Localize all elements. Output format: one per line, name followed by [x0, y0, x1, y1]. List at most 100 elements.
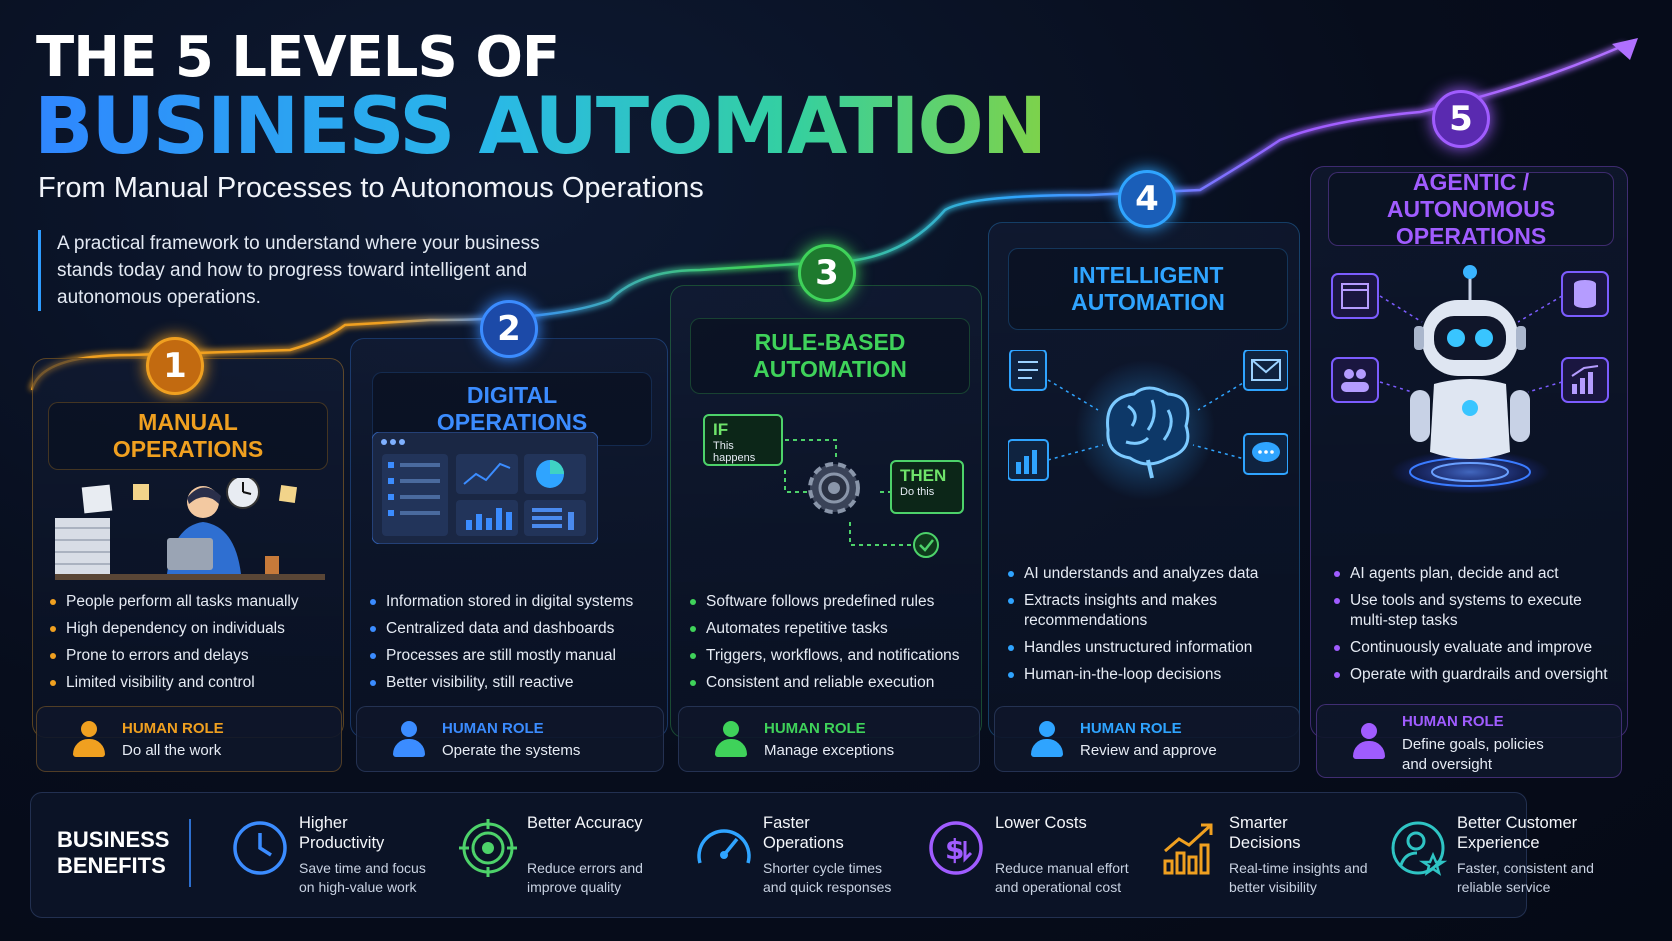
bullet-text: Consistent and reliable execution — [706, 674, 935, 691]
bullet-text: Information stored in digital systems — [386, 593, 634, 610]
rising-chart-icon — [1163, 823, 1213, 875]
bullet-text: People perform all tasks manually — [66, 593, 299, 610]
list-item: Software follows predefined rules — [688, 592, 983, 612]
list-item: Prone to errors and delays — [48, 646, 338, 666]
role-description: Review and approve — [1080, 742, 1217, 759]
title-line-1: THE 5 LEVELS OF — [36, 25, 560, 90]
level-5-human-role: HUMAN ROLE Define goals, policies and ov… — [1316, 704, 1622, 778]
then-sub-label: Do this — [900, 486, 935, 498]
business-benefits-bar: BUSINESS BENEFITS Higher Productivity Sa… — [30, 792, 1594, 918]
users-icon — [1331, 357, 1379, 403]
bullet-text: Limited visibility and control — [66, 674, 255, 691]
level-1-human-role: HUMAN ROLE Do all the work — [36, 706, 342, 772]
user-star-icon — [1391, 821, 1447, 876]
mail-icon — [1243, 350, 1288, 391]
list-item: People perform all tasks manually — [48, 592, 338, 612]
list-item: Processes are still mostly manual — [368, 646, 668, 666]
bullet-text: Processes are still mostly manual — [386, 647, 616, 664]
person-icon — [1353, 723, 1385, 761]
benefits-title: BUSINESS BENEFITS — [57, 827, 170, 878]
level-4-human-role: HUMAN ROLE Review and approve — [994, 706, 1300, 772]
growth-chart-icon — [1561, 357, 1609, 403]
level-1-number: 1 — [146, 337, 204, 395]
bullet-text: Automates repetitive tasks — [706, 620, 888, 637]
bullet-text: Operate with guardrails and oversight — [1350, 666, 1608, 683]
list-item: Limited visibility and control — [48, 673, 338, 693]
level-3-number: 3 — [798, 244, 856, 302]
role-title: HUMAN ROLE — [442, 720, 544, 737]
bullet-text: Continuously evaluate and improve — [1350, 639, 1593, 656]
list-item: Handles unstructured information — [1006, 638, 1286, 658]
benefit-description: Reduce errors and improve quality — [527, 860, 643, 895]
title-line-2: BUSINESS AUTOMATION — [34, 82, 1047, 172]
list-item: AI understands and analyzes data — [1006, 564, 1286, 584]
bullet-text: High dependency on individuals — [66, 620, 285, 637]
ai-robot-illustration — [1331, 265, 1609, 494]
benefit-description: Faster, consistent and reliable service — [1457, 860, 1594, 895]
arrow-head-icon — [1612, 38, 1638, 60]
bullet-text: Centralized data and dashboards — [386, 620, 615, 637]
level-2-bullets: Information stored in digital systems Ce… — [368, 592, 668, 700]
person-icon — [715, 721, 747, 759]
bullet-text: AI agents plan, decide and act — [1350, 565, 1559, 582]
level-5-title-text: AGENTIC / AUTONOMOUS OPERATIONS — [1386, 168, 1556, 249]
level-1-title: MANUAL OPERATIONS — [48, 402, 328, 470]
level-4-title: INTELLIGENT AUTOMATION — [1008, 248, 1288, 330]
person-icon — [73, 721, 105, 759]
role-title: HUMAN ROLE — [122, 720, 224, 737]
document-icon — [1009, 350, 1047, 391]
check-icon — [913, 532, 939, 558]
bullet-text: Human-in-the-loop decisions — [1024, 666, 1222, 683]
bullet-text: Software follows predefined rules — [706, 593, 935, 610]
level-4-bullets: AI understands and analyzes data Extract… — [1006, 564, 1286, 692]
database-icon — [1561, 271, 1609, 317]
list-item: Operate with guardrails and oversight — [1332, 665, 1622, 685]
list-item: Automates repetitive tasks — [688, 619, 983, 639]
level-5-bullets: AI agents plan, decide and act Use tools… — [1332, 564, 1622, 692]
level-3-bullets: Software follows predefined rules Automa… — [688, 592, 983, 700]
bullet-text: Extracts insights and makes recommendati… — [1024, 592, 1217, 629]
list-item: Triggers, workflows, and notifications — [688, 646, 983, 666]
benefit-title: Lower Costs — [995, 814, 1087, 832]
person-icon — [393, 721, 425, 759]
list-item: AI agents plan, decide and act — [1332, 564, 1622, 584]
stressed-worker-illustration — [55, 478, 325, 580]
role-title: HUMAN ROLE — [1402, 713, 1504, 730]
list-item: Continuously evaluate and improve — [1332, 638, 1622, 658]
list-item: Use tools and systems to execute multi-s… — [1332, 591, 1622, 631]
divider — [189, 819, 191, 887]
if-box: IF This happens — [703, 414, 783, 466]
bullet-text: Prone to errors and delays — [66, 647, 249, 664]
benefit-title: Higher Productivity — [299, 814, 385, 852]
benefit-title: Smarter Decisions — [1229, 814, 1301, 852]
gear-icon — [808, 462, 860, 514]
then-box: THEN Do this — [890, 460, 964, 514]
if-sub-label: This happens — [713, 440, 756, 464]
level-3-human-role: HUMAN ROLE Manage exceptions — [678, 706, 980, 772]
dashboard-illustration — [372, 432, 598, 544]
laptop-icon — [167, 538, 213, 570]
target-icon — [459, 819, 517, 877]
bullet-text: AI understands and analyzes data — [1024, 565, 1259, 582]
level-1-bullets: People perform all tasks manually High d… — [48, 592, 338, 700]
person-icon — [1031, 721, 1063, 759]
bar-chart-icon — [1008, 439, 1049, 481]
list-item: Better visibility, still reactive — [368, 673, 668, 693]
list-item: High dependency on individuals — [48, 619, 338, 639]
benefit-description: Real-time insights and better visibility — [1229, 860, 1368, 895]
level-5-title: AGENTIC / AUTONOMOUS OPERATIONS — [1328, 169, 1614, 249]
role-title: HUMAN ROLE — [1080, 720, 1182, 737]
coffee-cup-icon — [265, 556, 279, 574]
svg-text:$: $ — [945, 833, 964, 866]
role-description: Do all the work — [122, 742, 222, 759]
chat-icon — [1243, 433, 1288, 475]
level-3-title: RULE-BASED AUTOMATION — [690, 318, 970, 394]
list-item: Human-in-the-loop decisions — [1006, 665, 1286, 685]
level-5-number: 5 — [1432, 90, 1490, 148]
subtitle: From Manual Processes to Autonomous Oper… — [38, 172, 704, 204]
role-title: HUMAN ROLE — [764, 720, 866, 737]
calendar-icon — [1331, 273, 1379, 319]
list-item: Consistent and reliable execution — [688, 673, 983, 693]
level-4-number: 4 — [1118, 170, 1176, 228]
